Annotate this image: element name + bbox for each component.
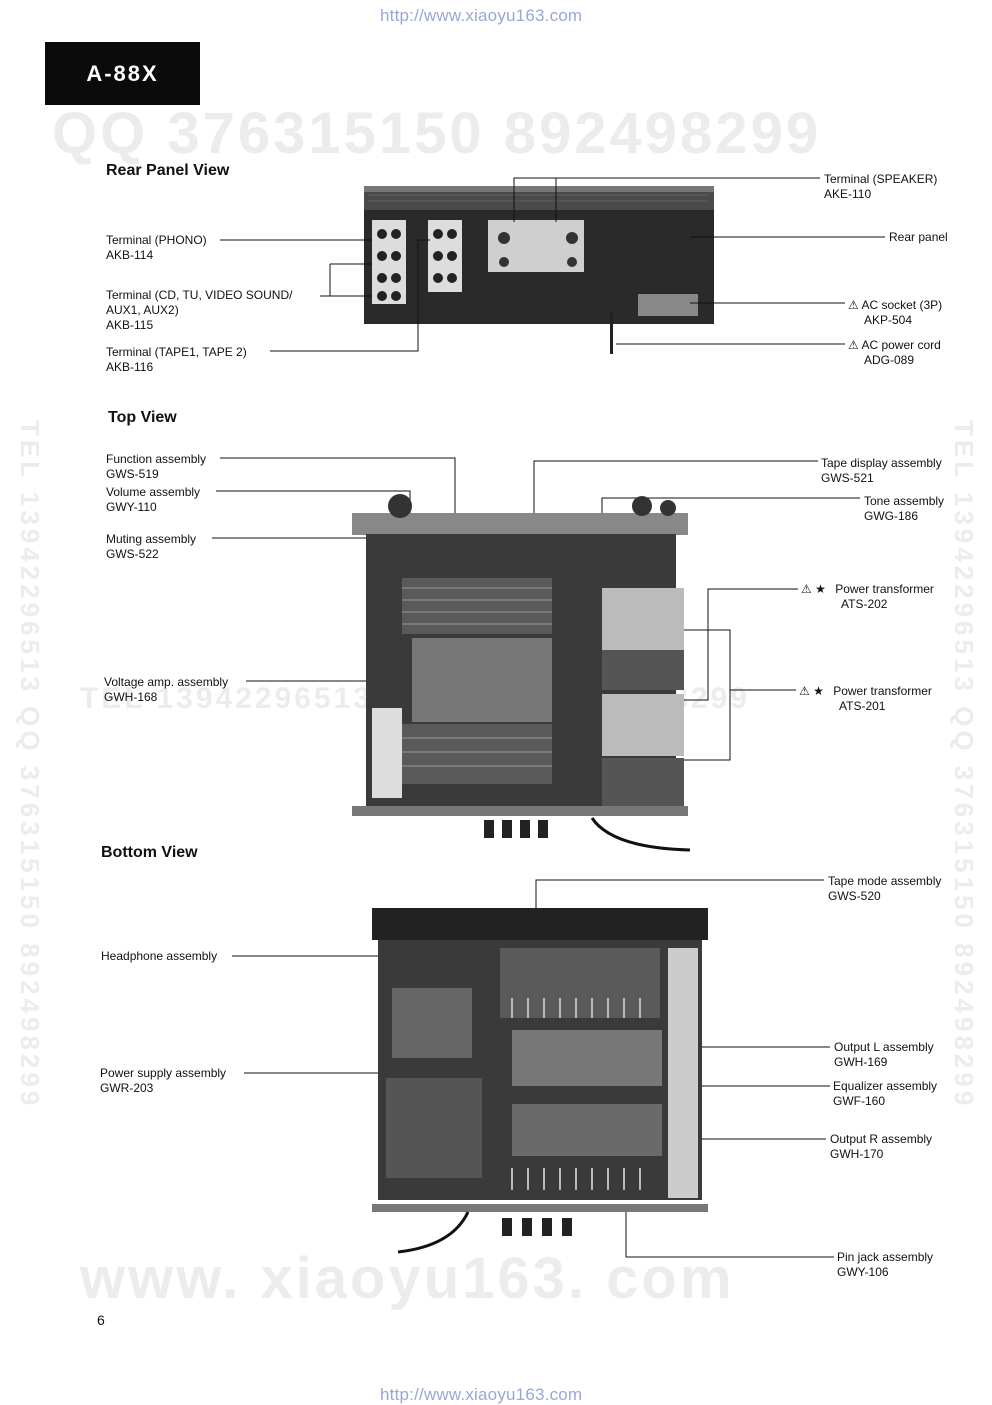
function-name: Function assembly	[106, 452, 207, 466]
tone-name: Tone assembly	[864, 494, 945, 508]
watermark-vertical-left: TEL 13942296513 QQ 376315150 892498299	[15, 420, 45, 1110]
speaker-code: AKE-110	[824, 187, 872, 201]
label-power-supply-assembly: Power supply assembly GWR-203	[100, 1066, 226, 1096]
label-output-l-assembly: Output L assembly GWH-169	[834, 1040, 934, 1070]
page-number: 6	[97, 1312, 105, 1328]
top-url[interactable]: http://www.xiaoyu163.com	[380, 6, 583, 25]
tape-display-name: Tape display assembly	[821, 456, 942, 470]
output-l-name: Output L assembly	[834, 1040, 934, 1054]
pt2-name: Power transformer	[833, 684, 932, 698]
pin-jack-code: GWY-106	[837, 1265, 889, 1279]
pt2-code: ATS-201	[839, 699, 886, 713]
label-voltage-amp-assembly: Voltage amp. assembly GWH-168	[104, 675, 228, 705]
label-volume-assembly: Volume assembly GWY-110	[106, 485, 200, 515]
speaker-name: Terminal (SPEAKER)	[824, 172, 938, 186]
voltage-code: GWH-168	[104, 690, 158, 704]
muting-code: GWS-522	[106, 547, 159, 561]
headphone-name: Headphone assembly	[101, 949, 218, 963]
warning-star-icon: ⚠ ★	[801, 582, 826, 596]
label-pin-jack-assembly: Pin jack assembly GWY-106	[837, 1250, 933, 1280]
cd-name-2: AUX1, AUX2)	[106, 303, 179, 317]
watermark-qq: QQ 376315150 892498299	[52, 101, 822, 166]
top-view-photo	[352, 494, 691, 852]
output-r-name: Output R assembly	[830, 1132, 933, 1146]
label-tape-terminal: Terminal (TAPE1, TAPE 2) AKB-116	[106, 345, 247, 375]
bottom-view-title: Bottom View	[101, 844, 198, 861]
equalizer-code: GWF-160	[833, 1094, 886, 1108]
cd-name: Terminal (CD, TU, VIDEO SOUND/	[106, 288, 293, 302]
label-tone-assembly: Tone assembly GWG-186	[864, 494, 944, 524]
output-r-code: GWH-170	[830, 1147, 884, 1161]
bottom-view-photo	[372, 908, 708, 1254]
warning-star-icon: ⚠ ★	[799, 684, 824, 698]
model-badge: A-88X	[45, 42, 200, 105]
tone-code: GWG-186	[864, 509, 919, 523]
label-phono-terminal: Terminal (PHONO) AKB-114	[106, 233, 207, 263]
volume-name: Volume assembly	[106, 485, 201, 499]
muting-name: Muting assembly	[106, 532, 197, 546]
rear-panel-photo	[364, 186, 714, 354]
label-headphone-assembly: Headphone assembly	[101, 949, 217, 964]
label-output-r-assembly: Output R assembly GWH-170	[830, 1132, 932, 1162]
watermark-site: www. xiaoyu163. com	[80, 1246, 735, 1311]
label-speaker-terminal: Terminal (SPEAKER) AKE-110	[824, 172, 937, 202]
power-supply-code: GWR-203	[100, 1081, 154, 1095]
rear-panel-title: Rear Panel View	[106, 162, 230, 179]
top-view-title: Top View	[108, 409, 177, 426]
label-ac-cord: ⚠ AC power cord ADG-089	[848, 338, 941, 368]
label-cd-terminal: Terminal (CD, TU, VIDEO SOUND/ AUX1, AUX…	[106, 288, 292, 333]
tape-mode-name: Tape mode assembly	[828, 874, 942, 888]
ac-cord-name: AC power cord	[861, 338, 941, 352]
rear-panel-name: Rear panel	[889, 230, 948, 244]
label-tape-mode-assembly: Tape mode assembly GWS-520	[828, 874, 941, 904]
ac-socket-code: AKP-504	[864, 313, 913, 327]
ac-cord-code: ADG-089	[864, 353, 915, 367]
label-tape-display-assembly: Tape display assembly GWS-521	[821, 456, 942, 486]
volume-code: GWY-110	[106, 500, 157, 514]
voltage-name: Voltage amp. assembly	[104, 675, 229, 689]
label-equalizer-assembly: Equalizer assembly GWF-160	[833, 1079, 937, 1109]
tape-code: AKB-116	[106, 360, 154, 374]
function-code: GWS-519	[106, 467, 159, 481]
phono-name: Terminal (PHONO)	[106, 233, 207, 247]
label-power-transformer-202: ⚠ ★ Power transformer ATS-202	[801, 582, 934, 612]
ac-socket-name: AC socket (3P)	[861, 298, 943, 312]
warning-icon: ⚠	[848, 298, 859, 312]
output-l-code: GWH-169	[834, 1055, 888, 1069]
label-muting-assembly: Muting assembly GWS-522	[106, 532, 196, 562]
label-ac-socket: ⚠ AC socket (3P) AKP-504	[848, 298, 942, 328]
phono-code: AKB-114	[106, 248, 154, 262]
label-power-transformer-201: ⚠ ★ Power transformer ATS-201	[799, 684, 932, 714]
watermark-vertical-right: TEL 13942296513 QQ 376315150 892498299	[949, 420, 979, 1110]
equalizer-name: Equalizer assembly	[833, 1079, 938, 1093]
cd-code: AKB-115	[106, 318, 154, 332]
tape-display-code: GWS-521	[821, 471, 874, 485]
label-rear-panel: Rear panel	[889, 230, 948, 245]
tape-mode-code: GWS-520	[828, 889, 881, 903]
pt1-code: ATS-202	[841, 597, 888, 611]
label-function-assembly: Function assembly GWS-519	[106, 452, 206, 482]
tape-name: Terminal (TAPE1, TAPE 2)	[106, 345, 247, 359]
warning-icon: ⚠	[848, 338, 859, 352]
bottom-url[interactable]: http://www.xiaoyu163.com	[380, 1385, 583, 1404]
pt1-name: Power transformer	[835, 582, 934, 596]
pin-jack-name: Pin jack assembly	[837, 1250, 934, 1264]
power-supply-name: Power supply assembly	[100, 1066, 227, 1080]
